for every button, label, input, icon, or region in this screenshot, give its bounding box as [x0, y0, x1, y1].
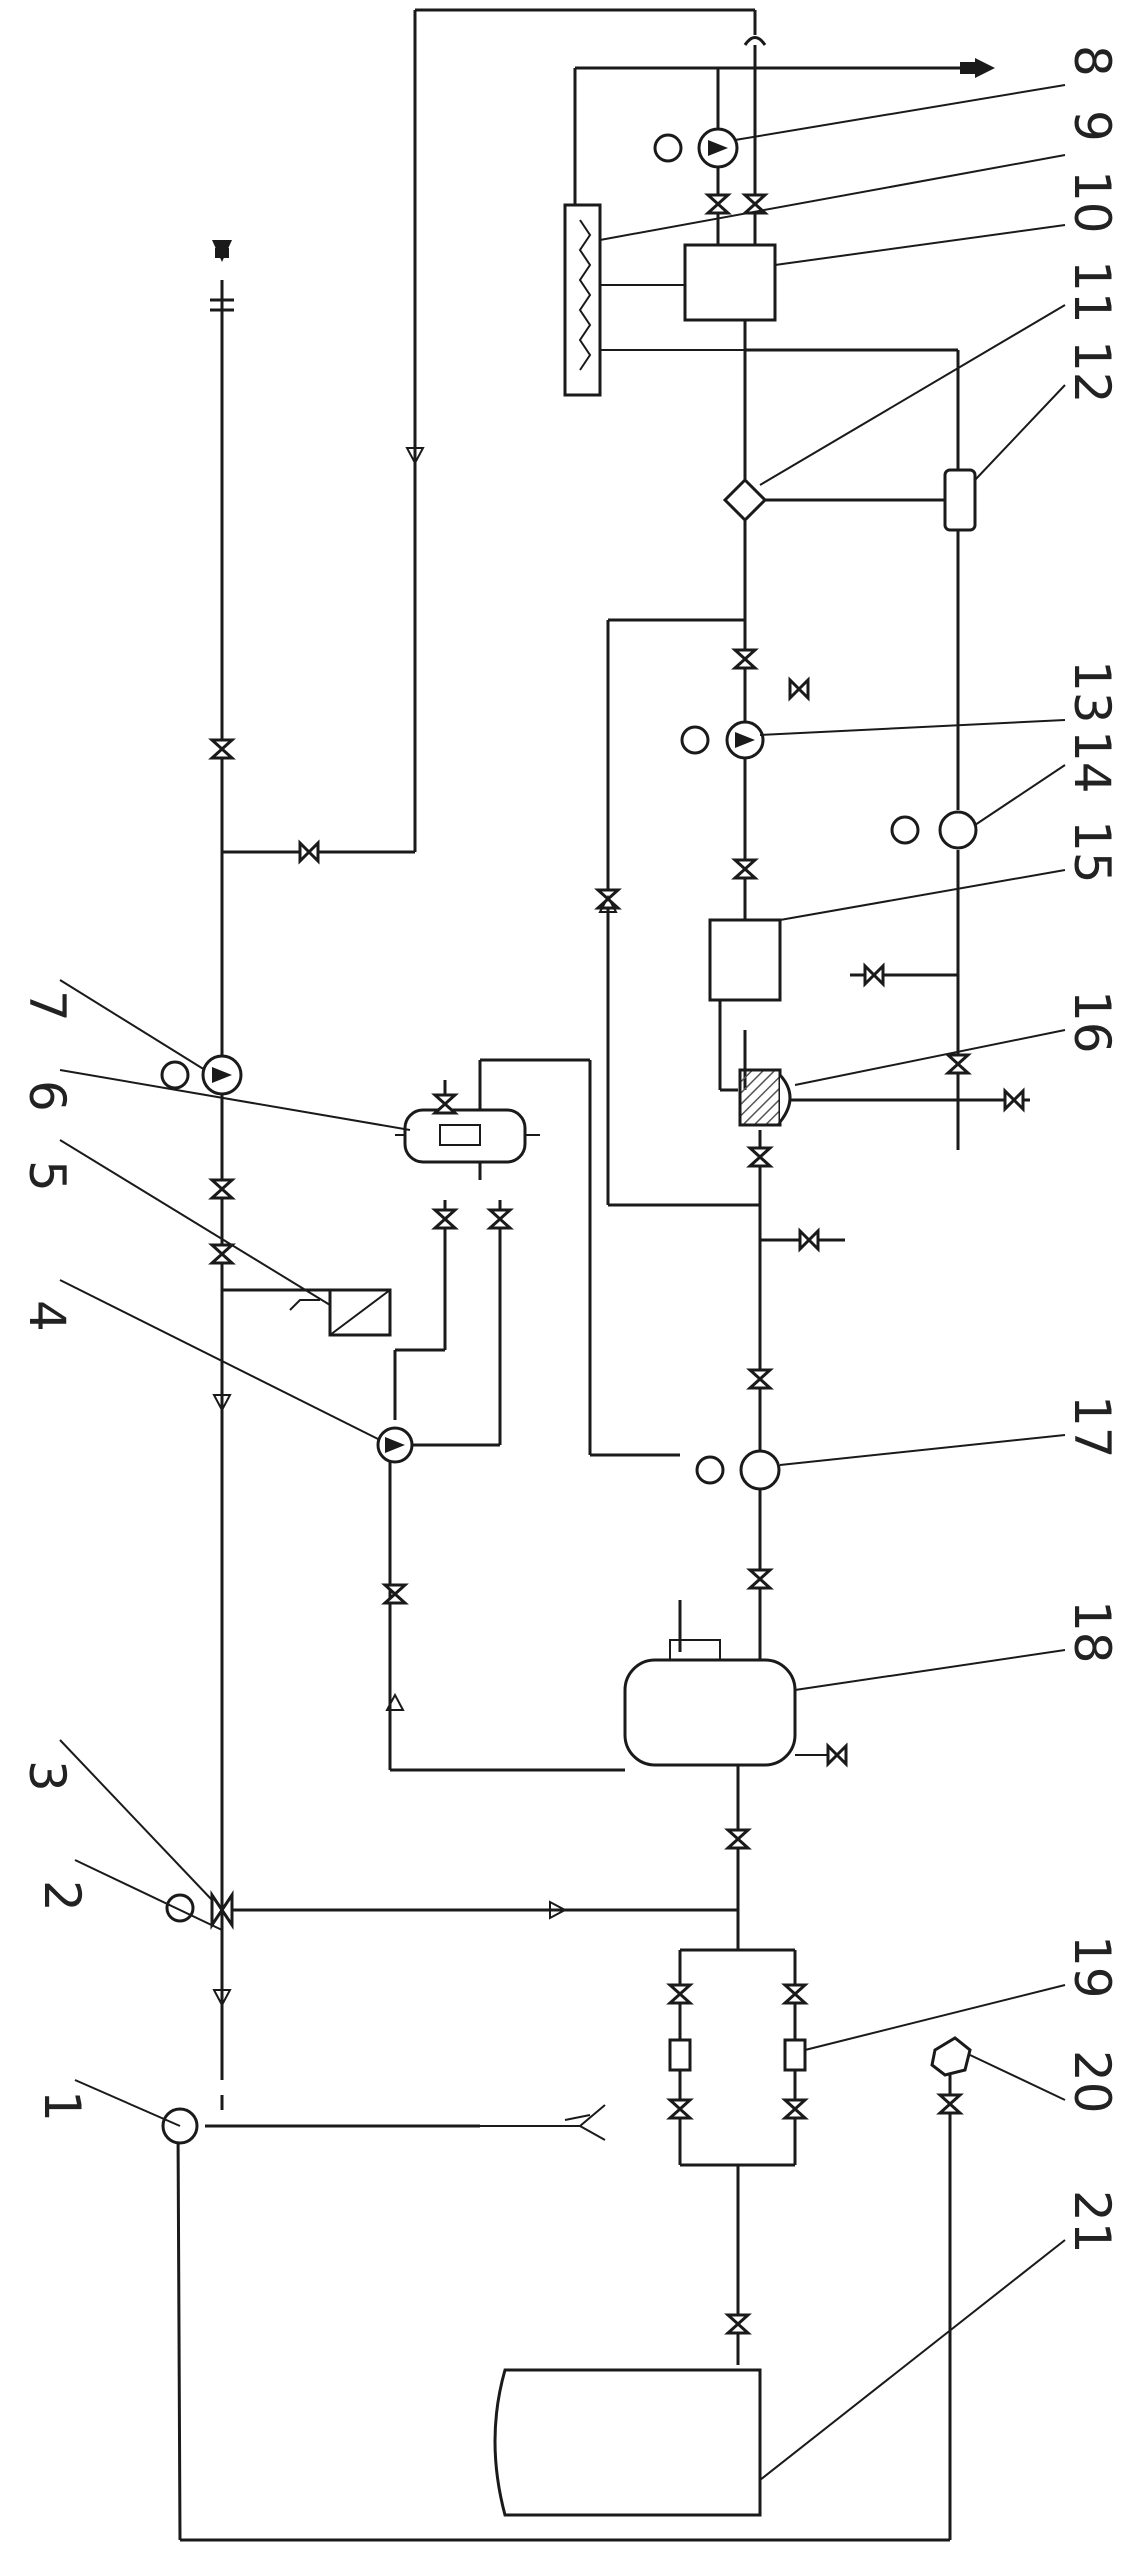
piping — [176, 8, 1030, 2542]
label-12: 12 — [1063, 340, 1121, 404]
equipment-5-exchanger — [289, 1288, 392, 1337]
label-2: 2 — [33, 1880, 91, 1912]
label-1: 1 — [33, 2090, 91, 2122]
label-3: 3 — [18, 1760, 76, 1792]
label-19: 19 — [1063, 1935, 1121, 1999]
equipment-3-valve — [165, 1890, 234, 1930]
equipment-15-vessel — [708, 918, 782, 1002]
equipment-12 — [943, 468, 977, 532]
label-21: 21 — [1063, 2190, 1121, 2254]
label-14: 14 — [1063, 730, 1121, 794]
label-16: 16 — [1063, 990, 1121, 1054]
equipment-20 — [930, 2036, 972, 2130]
label-20: 20 — [1063, 2050, 1121, 2114]
equipment-9-column — [563, 203, 602, 397]
equipment-21-tank — [480, 2104, 762, 2517]
equipment-18-tank — [623, 1639, 845, 1767]
equipment-17-pump — [695, 1449, 781, 1491]
label-9: 9 — [1063, 110, 1121, 142]
label-13: 13 — [1063, 660, 1121, 724]
leader-lines — [59, 84, 1066, 2481]
label-4: 4 — [18, 1300, 76, 1332]
inlet-arrow-stem — [215, 248, 229, 258]
equipment-4-pump — [376, 1426, 414, 1464]
equipment-8-pump — [653, 127, 739, 169]
label-5: 5 — [18, 1160, 76, 1192]
label-6: 6 — [18, 1080, 76, 1112]
label-8: 8 — [1063, 45, 1121, 77]
label-11: 11 — [1063, 260, 1121, 324]
bottom-loop-left — [176, 2125, 182, 2541]
equipment-10-box — [600, 243, 777, 351]
equipment-16-filter — [738, 1068, 792, 1127]
label-15: 15 — [1063, 820, 1121, 884]
label-17: 17 — [1063, 1395, 1121, 1459]
equipment-13-pump — [680, 720, 765, 760]
equipment-19-traps — [668, 2038, 807, 2072]
equipment-14-pump — [890, 810, 978, 850]
equipment-11-filter — [722, 477, 768, 523]
label-7: 7 — [18, 990, 76, 1022]
flow-arrows — [212, 447, 618, 2008]
equipment-7-pump — [160, 1054, 243, 1096]
label-10: 10 — [1063, 170, 1121, 234]
equipment-6-vessel — [395, 1108, 540, 1164]
callout-labels: 1 2 3 4 5 6 7 8 9 10 11 12 13 14 15 16 1… — [18, 45, 1121, 2254]
label-18: 18 — [1063, 1600, 1121, 1664]
valves — [208, 193, 1025, 2335]
